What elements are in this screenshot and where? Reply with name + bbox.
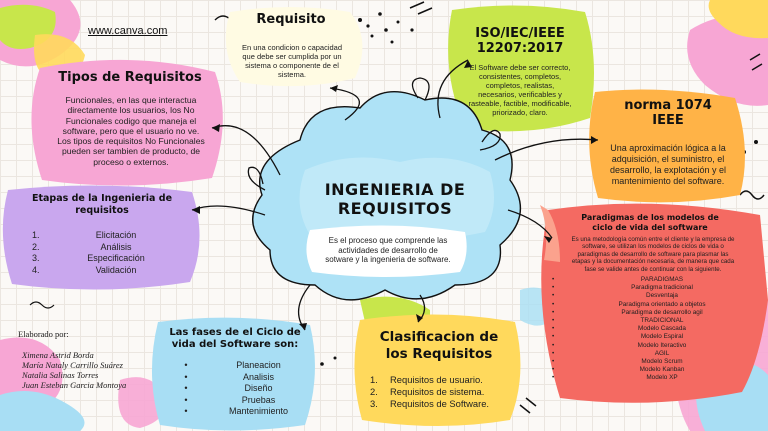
norma-card-shape (589, 89, 745, 203)
loop-2 (479, 129, 501, 151)
authors-list: Ximena Astrid Borda María Nataly Carrill… (22, 350, 172, 390)
center-description: Es el proceso que comprende las activida… (325, 236, 451, 264)
paradigmas-card-shadow (540, 205, 560, 262)
stroke-mark-right (749, 53, 763, 71)
fases-item: •Diseño (184, 383, 273, 394)
paradigmas-item: •Paradigma orientado a objetos (552, 300, 706, 308)
paradigmas-item: •Modelo Espiral (552, 333, 684, 341)
paradigmas-intro: Es una metodología común entre el client… (571, 236, 735, 273)
paradigmas-title: Paradigmas de los modelos de ciclo de vi… (581, 213, 719, 232)
stroke-mark-bottom (519, 397, 537, 414)
connector-arrowheads (192, 60, 598, 330)
fases-item: •Analisis (184, 371, 274, 382)
iso-text: El Software debe ser correcto, consisten… (468, 63, 572, 117)
iso-title: ISO/IEC/IEEE 12207:2017 (475, 26, 565, 56)
connector-norma (494, 138, 599, 161)
paradigmas-item: •Modelo Iteractivo (552, 341, 687, 349)
tipos-card-shape (31, 59, 223, 186)
connector-requisito (329, 87, 360, 121)
authors-heading: Elaborado por: (18, 329, 69, 339)
etapas-item: 1.Elicitación (32, 230, 137, 240)
clasificacion-list: 1.Requisitos de usuario. 2.Requisitos de… (370, 374, 510, 410)
clasificacion-item: 2.Requisitos de sistema. (370, 386, 485, 397)
author-name: María Nataly Carrillo Suárez (22, 360, 123, 370)
norma-text: Una aproximación lógica a la adquisición… (609, 143, 727, 186)
etapas-list: 1.Elicitación 2.Análisis 3.Especificació… (32, 230, 172, 276)
etapas-item: 4.Validación (32, 264, 137, 275)
paradigmas-item: •Modelo XP (552, 374, 678, 382)
clasificacion-title: Clasificacion de los Requisitos (379, 329, 499, 362)
author-name: Juan Esteban Garcia Montoya (22, 380, 127, 390)
stroke-mark-top (409, 1, 433, 15)
tipos-text: Funcionales, en las que interactua direc… (57, 95, 205, 167)
paradigmas-item: •TRADICIONAL (552, 317, 684, 325)
loop-3 (247, 166, 266, 191)
iso-card-shape (448, 5, 594, 132)
fases-title: Las fases de el Ciclo de vida del Softwa… (169, 327, 301, 350)
fases-item: •Planeacion (184, 360, 281, 370)
paradigmas-item: •AGIL (552, 349, 670, 357)
paradigmas-list: •PARADIGMAS •Paradigma tradicional •Desv… (552, 276, 742, 383)
squiggle-right (739, 190, 765, 200)
center-cloud-inner (299, 157, 494, 242)
paradigmas-item: •Paradigma de desarrollo agil (552, 308, 703, 316)
requisito-title: Requisito (256, 12, 326, 27)
fases-card-shape (151, 317, 315, 431)
etapas-title: Etapas de la Ingenieria de requisitos (31, 193, 173, 216)
fases-list: •Planeacion •Analisis •Diseño •Pruebas •… (165, 360, 310, 418)
paradigmas-item: •PARADIGMAS (552, 276, 684, 283)
etapas-item: 2.Análisis (32, 241, 132, 252)
norma-title: norma 1074 IEEE (624, 98, 712, 128)
tipos-title: Tipos de Requisitos (58, 70, 202, 85)
author-name: Natalia Salinas Torres (22, 370, 99, 380)
paradigmas-item: •Modelo Kanban (552, 366, 685, 374)
etapas-card-shape (2, 185, 200, 290)
paradigmas-card-shape (541, 203, 768, 403)
requisito-card-shape (225, 7, 363, 87)
clasificacion-card-shape (354, 314, 521, 426)
connector-paradigmas (507, 209, 553, 239)
paradigmas-item: •Modelo Scrum (552, 358, 683, 366)
clasificacion-item: 3.Requisitos de Software. (370, 398, 490, 409)
fases-item: •Mantenimiento (184, 406, 289, 417)
etapas-item: 3.Especificación (32, 253, 145, 263)
squiggle-left (29, 301, 55, 309)
loop-1 (411, 77, 430, 101)
connector-fases (298, 284, 311, 331)
author-name: Ximena Astrid Borda (22, 350, 94, 360)
requisito-text: En una condicion o capacidad que debe se… (241, 43, 343, 79)
pink-blob-top-right (687, 16, 768, 106)
fases-item: •Pruebas (184, 394, 276, 405)
connector-iso (437, 59, 469, 119)
yellow-blob-top-right (708, 0, 768, 39)
center-description-shape (306, 225, 467, 277)
paradigmas-item: •Modelo Cascada (552, 325, 686, 333)
paradigmas-item: •Desventaja (552, 292, 678, 300)
clasificacion-item: 1.Requisitos de usuario. (370, 374, 483, 385)
paradigmas-item: •Paradigma tradicional (552, 284, 693, 292)
site-url[interactable]: www.canva.com (88, 25, 168, 37)
blue-blob-bottom-left (0, 391, 85, 431)
center-title: INGENIERIA DE REQUISITOS (324, 180, 466, 218)
